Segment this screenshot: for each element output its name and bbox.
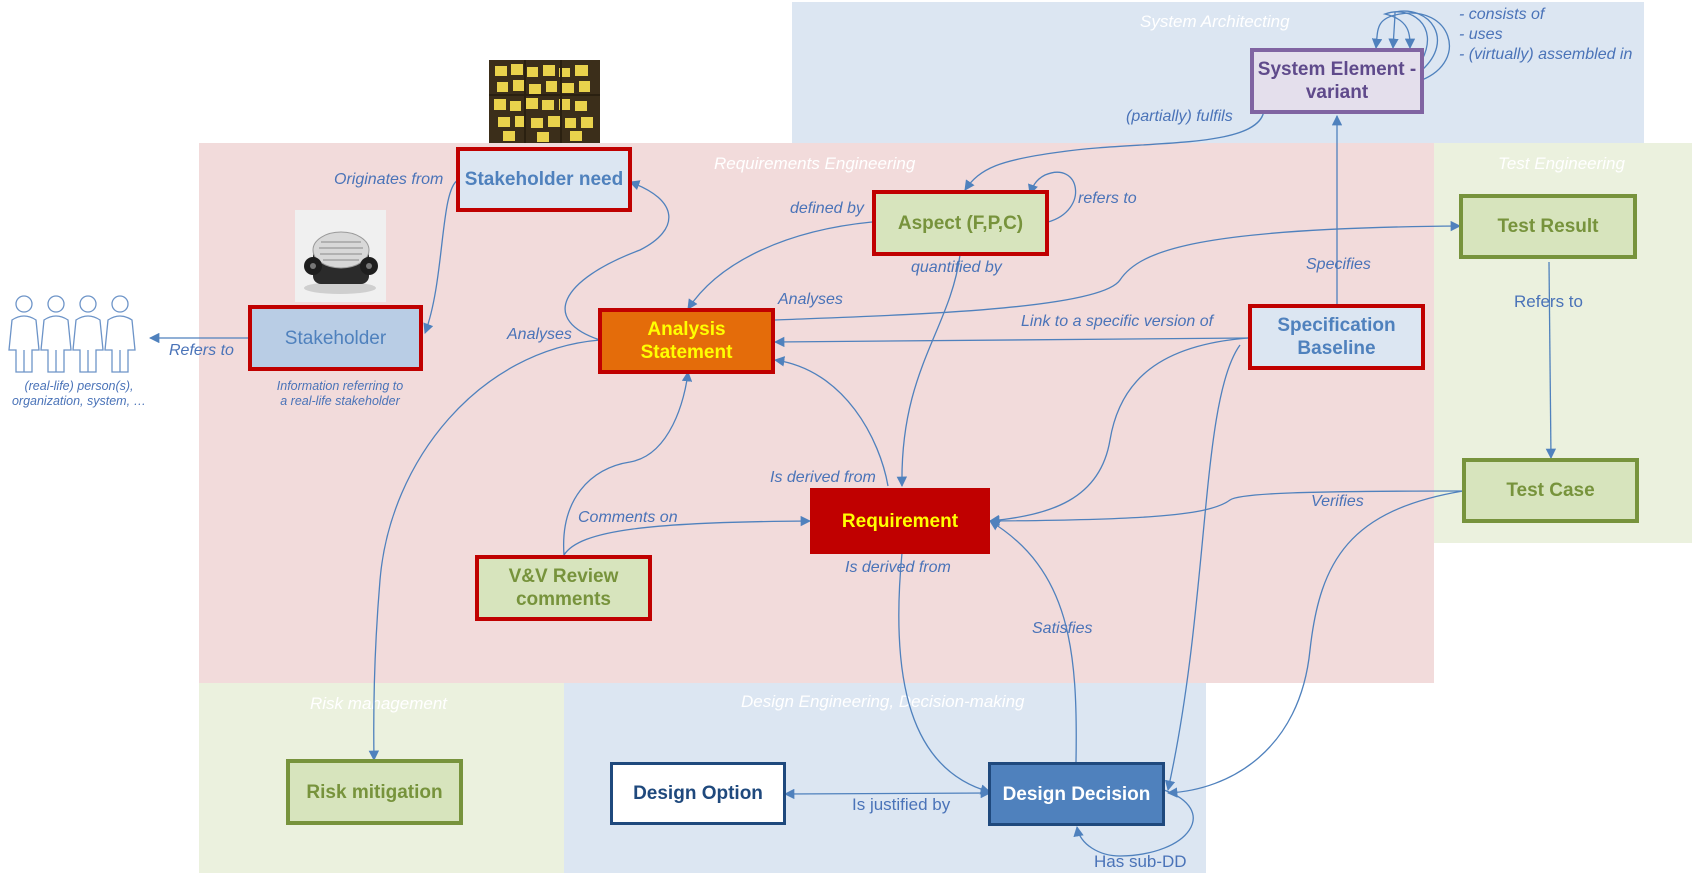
edge-partially-fulfils	[964, 109, 1265, 191]
edge-testcase-design-decision	[1166, 490, 1464, 798]
node-aspect[interactable]: Aspect (F,P,C)	[872, 190, 1049, 256]
edge-analyses-test-result	[774, 220, 1462, 321]
region-title-design-engineering: Design Engineering, Decision-making	[741, 692, 1025, 711]
edge-quantified-by	[896, 254, 961, 488]
label-aspect-refers-to: refers to	[1078, 190, 1137, 207]
label-quantified-by: quantified by	[911, 259, 1002, 276]
test-result-text: Test Result	[1497, 216, 1599, 237]
label-analyses-1: Analyses	[778, 291, 843, 308]
stakeholder-text: Stakeholder	[284, 327, 387, 349]
node-test-case[interactable]: Test Case	[1462, 458, 1639, 523]
vv-review-line2: comments	[515, 589, 611, 610]
region-requirements-engineering: Requirements Engineering	[199, 143, 1434, 683]
label-is-justified-by: Is justified by	[852, 795, 951, 814]
label-system-element-relations: - consists of - uses - (virtually) assem…	[1459, 5, 1632, 65]
label-link-to-version: Link to a specific version of	[1021, 313, 1214, 330]
label-analyses-2: Analyses	[507, 326, 572, 343]
label-derived-from-top: Is derived from	[770, 469, 876, 486]
aspect-text: Aspect (F,P,C)	[897, 212, 1024, 234]
edge-uses	[1388, 10, 1439, 71]
node-specification-baseline[interactable]: Specification Baseline	[1248, 304, 1425, 370]
edge-originates-from	[423, 179, 459, 334]
region-system-architecting: System Architecting	[792, 2, 1644, 143]
system-element-line2: variant	[1305, 82, 1369, 103]
specification-baseline-text: Specification Baseline	[1277, 314, 1395, 360]
label-derived-from-bottom: Is derived from	[845, 559, 951, 576]
node-requirement[interactable]: Requirement	[810, 488, 990, 554]
edge-satisfies	[989, 520, 1077, 763]
edge-analyses-need	[564, 180, 670, 341]
specification-baseline-line2: Baseline	[1297, 338, 1376, 359]
label-assembled-in: - (virtually) assembled in	[1459, 46, 1633, 63]
node-vv-review[interactable]: V&V Review comments	[475, 555, 652, 621]
risk-mitigation-text: Risk mitigation	[306, 781, 443, 803]
edge-refers-to-test	[1545, 261, 1557, 460]
region-title-system-architecting: System Architecting	[1140, 12, 1290, 31]
edge-spec-requirement	[988, 337, 1249, 526]
people-drawing	[8, 295, 136, 373]
edge-link-to-version	[773, 336, 1249, 348]
node-stakeholder[interactable]: Stakeholder	[248, 305, 423, 371]
edge-assembled-in	[1382, 11, 1429, 61]
requirement-text: Requirement	[841, 510, 959, 532]
node-system-element[interactable]: System Element - variant	[1250, 48, 1424, 114]
label-satisfies: Satisfies	[1032, 620, 1093, 637]
edge-aspect-refers-to	[1028, 171, 1077, 223]
label-defined-by: defined by	[790, 200, 864, 217]
vv-review-text: V&V Review comments	[509, 565, 619, 611]
system-element-line1: System Element -	[1257, 59, 1417, 80]
design-option-text: Design Option	[633, 783, 763, 804]
edge-has-sub-dd	[1073, 789, 1194, 857]
test-case-text: Test Case	[1506, 480, 1595, 501]
label-partially-fulfils: (partially) fulfils	[1126, 108, 1233, 125]
edge-analyses-risk	[368, 339, 601, 762]
label-consists-of: - consists of	[1459, 6, 1545, 23]
analysis-statement-text: Analysis Statement	[641, 318, 733, 364]
region-title-risk-management: Risk management	[310, 694, 448, 713]
label-comments-on: Comments on	[578, 509, 678, 526]
rolodex-image	[295, 210, 386, 302]
note-real-life: (real-life) person(s), organization, sys…	[11, 379, 147, 408]
note-stakeholder-info: Information referring to a real-life sta…	[276, 379, 404, 408]
label-refers-to-stakeholder: Refers to	[169, 342, 234, 359]
design-decision-text: Design Decision	[1002, 783, 1151, 805]
edge-derived-from-bottom	[898, 552, 992, 795]
node-risk-mitigation[interactable]: Risk mitigation	[286, 759, 463, 825]
label-has-sub-dd: Has sub-DD	[1094, 852, 1187, 871]
stakeholder-need-text: Stakeholder need	[464, 169, 624, 190]
node-test-result[interactable]: Test Result	[1459, 194, 1637, 259]
node-design-option[interactable]: Design Option	[610, 762, 786, 825]
region-title-test-engineering: Test Engineering	[1498, 154, 1625, 173]
edge-derived-from-top	[773, 356, 889, 487]
edge-comments-requirement	[563, 515, 812, 556]
edge-defined-by	[687, 221, 873, 310]
people-icon	[6, 294, 144, 376]
label-verifies: Verifies	[1311, 493, 1364, 510]
label-specifies: Specifies	[1306, 256, 1371, 273]
sticky-notes-image	[489, 60, 600, 143]
node-stakeholder-need[interactable]: Stakeholder need	[456, 147, 632, 212]
edge-spec-design-decision	[1164, 344, 1241, 792]
sticky-notes-drawing	[489, 60, 600, 143]
system-element-text: System Element - variant	[1258, 58, 1416, 104]
region-title-requirements-engineering: Requirements Engineering	[714, 154, 916, 173]
vv-review-line1: V&V Review	[508, 566, 619, 587]
analysis-statement-line2: Statement	[640, 342, 733, 363]
specification-baseline-line1: Specification	[1277, 315, 1396, 336]
edge-comments-analysis	[563, 370, 693, 556]
label-uses: - uses	[1459, 26, 1503, 43]
node-analysis-statement[interactable]: Analysis Statement	[598, 308, 775, 374]
edge-is-justified-by	[783, 787, 992, 800]
analysis-statement-line1: Analysis	[647, 319, 726, 340]
label-refers-to-test: Refers to	[1514, 292, 1583, 311]
label-originates-from: Originates from	[334, 171, 444, 188]
edge-verifies	[988, 490, 1464, 527]
node-design-decision[interactable]: Design Decision	[988, 762, 1165, 826]
rolodex-drawing	[304, 231, 378, 294]
